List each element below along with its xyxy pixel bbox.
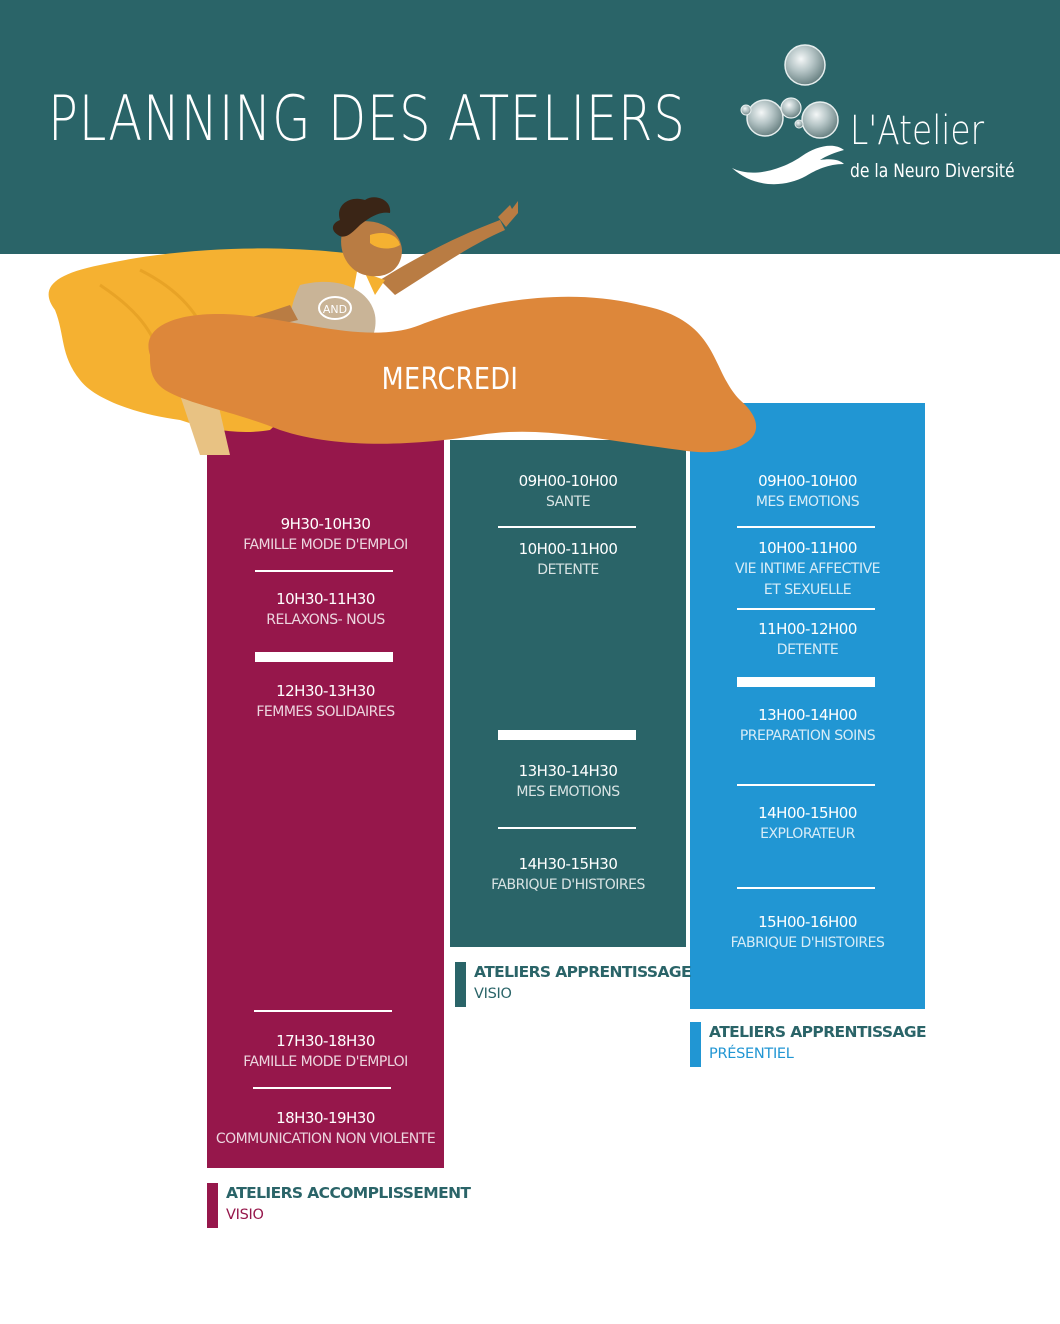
slot-time: 13H30-14H30	[518, 762, 618, 780]
column-apprentissage-presentiel: 09H00-10H00 MES EMOTIONS 10H00-11H00 VIE…	[690, 403, 925, 1009]
slot-name: EXPLORATEUR	[760, 826, 855, 842]
slot-name: COMMUNICATION NON VIOLENTE	[215, 1131, 436, 1147]
legend-title: ATELIERS ACCOMPLISSEMENT	[226, 1184, 471, 1202]
workshop-slot: 11H00-12H00 DETENTE	[690, 619, 925, 661]
day-label: MERCREDI	[381, 362, 519, 397]
slot-name: FABRIQUE D'HISTOIRES	[730, 935, 885, 951]
legend-swatch	[455, 962, 466, 1007]
legend-title: ATELIERS APPRENTISSAGE	[709, 1023, 927, 1041]
brand-logo: L'Atelier de la Neuro Diversité	[728, 40, 1038, 200]
brand-name: L'Atelier	[850, 108, 985, 154]
slot-time: 12H30-13H30	[276, 682, 375, 700]
slot-time: 09H00-10H00	[758, 472, 857, 490]
slot-name: DETENTE	[776, 642, 839, 658]
slot-name: SANTE	[545, 494, 591, 510]
workshop-slot: 17H30-18H30 FAMILLE MODE D'EMPLOI	[207, 1031, 444, 1073]
lunch-break-divider	[737, 677, 875, 687]
slot-time: 17H30-18H30	[276, 1032, 375, 1050]
slot-time: 10H00-11H00	[518, 540, 618, 558]
slot-divider	[737, 784, 875, 786]
slot-time: 09H00-10H00	[518, 472, 618, 490]
slot-name: RELAXONS- NOUS	[266, 612, 385, 628]
slot-name: DETENTE	[537, 562, 599, 578]
slot-divider	[737, 608, 875, 610]
slot-time: 14H00-15H00	[758, 804, 857, 822]
workshop-slot: 9H30-10H30 FAMILLE MODE D'EMPLOI	[207, 514, 444, 556]
slot-name: MES EMOTIONS	[755, 494, 860, 510]
workshop-slot: 10H00-11H00 DETENTE	[450, 539, 686, 581]
slot-time: 13H00-14H00	[758, 706, 857, 724]
legend-mode: VISIO	[474, 986, 512, 1002]
slot-divider	[737, 887, 875, 889]
legend-swatch	[690, 1022, 701, 1067]
slot-time: 10H00-11H00	[758, 539, 857, 557]
legend-mode: PRÉSENTIEL	[709, 1046, 794, 1062]
workshop-slot: 13H00-14H00 PREPARATION SOINS	[690, 705, 925, 747]
slot-time: 15H00-16H00	[758, 913, 857, 931]
slot-divider	[737, 526, 875, 528]
slot-divider	[498, 827, 636, 829]
slot-time: 14H30-15H30	[518, 855, 618, 873]
badge-label: AND	[323, 303, 347, 316]
brand-tagline: de la Neuro Diversité	[850, 160, 1015, 182]
slot-divider	[255, 570, 393, 572]
slot-time: 18H30-19H30	[276, 1109, 375, 1127]
workshop-slot: 18H30-19H30 COMMUNICATION NON VIOLENTE	[207, 1108, 444, 1150]
header-banner: PLANNING DES ATELIERS L'Atelier de la Ne…	[0, 0, 1060, 254]
slot-name: FABRIQUE D'HISTOIRES	[491, 877, 645, 893]
slot-name: VIE INTIME AFFECTIVE	[734, 561, 881, 577]
workshop-slot: 15H00-16H00 FABRIQUE D'HISTOIRES	[690, 912, 925, 954]
workshop-slot: 14H00-15H00 EXPLORATEUR	[690, 803, 925, 845]
legend-title: ATELIERS APPRENTISSAGE	[474, 963, 692, 981]
column-accomplissement: 9H30-10H30 FAMILLE MODE D'EMPLOI 10H30-1…	[207, 390, 444, 1168]
legend-mode: VISIO	[226, 1207, 264, 1223]
slot-time: 10H30-11H30	[276, 590, 375, 608]
column-apprentissage-visio: 09H00-10H00 SANTE 10H00-11H00 DETENTE 13…	[450, 440, 686, 947]
workshop-slot: 14H30-15H30 FABRIQUE D'HISTOIRES	[450, 854, 686, 896]
workshop-slot: 10H30-11H30 RELAXONS- NOUS	[207, 589, 444, 631]
slot-name-line2: ET SEXUELLE	[763, 582, 852, 598]
page-title: PLANNING DES ATELIERS	[48, 82, 686, 155]
slot-divider	[498, 526, 636, 528]
hair	[332, 197, 391, 237]
slot-time: 11H00-12H00	[758, 620, 857, 638]
workshop-slot: 12H30-13H30 FEMMES SOLIDAIRES	[207, 681, 444, 723]
lunch-break-divider	[255, 652, 393, 662]
slot-divider	[253, 1087, 391, 1089]
slot-name: FAMILLE MODE D'EMPLOI	[243, 537, 408, 553]
day-banner	[148, 296, 757, 453]
superhero-illustration: AND	[48, 197, 757, 455]
workshop-slot: 13H30-14H30 MES EMOTIONS	[450, 761, 686, 803]
slot-name: FAMILLE MODE D'EMPLOI	[243, 1054, 408, 1070]
legend-swatch	[207, 1183, 218, 1228]
slot-divider	[254, 1010, 392, 1012]
slot-time: 9H30-10H30	[280, 515, 371, 533]
bubbles-hand-icon	[732, 44, 844, 185]
arm	[380, 220, 505, 295]
slot-name: FEMMES SOLIDAIRES	[256, 704, 395, 720]
workshop-slot: 10H00-11H00 VIE INTIME AFFECTIVE ET SEXU…	[690, 538, 925, 601]
and-badge	[318, 296, 352, 320]
slot-name: PREPARATION SOINS	[739, 728, 876, 744]
workshop-slot: 09H00-10H00 SANTE	[450, 471, 686, 513]
workshop-slot: 09H00-10H00 MES EMOTIONS	[690, 471, 925, 513]
lunch-break-divider	[498, 730, 636, 740]
slot-name: MES EMOTIONS	[516, 784, 620, 800]
